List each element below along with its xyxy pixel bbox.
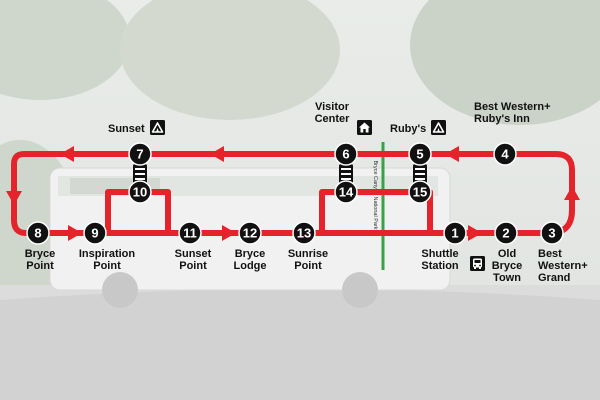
bus-icon bbox=[470, 256, 485, 271]
stop-marker[interactable] bbox=[292, 221, 316, 245]
stop-marker[interactable] bbox=[178, 221, 202, 245]
stop-marker[interactable] bbox=[540, 221, 564, 245]
stop-label: Point bbox=[294, 260, 322, 272]
stop-marker[interactable] bbox=[443, 221, 467, 245]
stop-label: Station bbox=[421, 260, 459, 272]
stop-label: Center bbox=[315, 113, 351, 125]
stop-label: Inspiration bbox=[79, 248, 136, 260]
stop-number: 13 bbox=[297, 226, 311, 241]
stop-marker[interactable] bbox=[334, 142, 358, 166]
stop-label: Sunrise bbox=[288, 248, 328, 260]
arrow-right-icon bbox=[468, 225, 482, 241]
stop-label: Best Western+ bbox=[474, 101, 551, 113]
stop-marker[interactable] bbox=[26, 221, 50, 245]
stop-label: Bryce bbox=[492, 260, 523, 272]
stop-number: 14 bbox=[339, 185, 354, 200]
stop-15[interactable]: 15 bbox=[408, 180, 432, 204]
arrow-down-icon bbox=[6, 191, 22, 205]
stop-5[interactable]: 5 Ruby's bbox=[390, 120, 446, 166]
stop-number: 7 bbox=[136, 147, 143, 162]
stop-number: 6 bbox=[342, 147, 349, 162]
stop-10[interactable]: 10 bbox=[128, 180, 152, 204]
stop-label: Ruby's Inn bbox=[474, 113, 530, 125]
stop-marker[interactable] bbox=[83, 221, 107, 245]
park-boundary: Bryce Canyon National Park bbox=[372, 142, 385, 270]
stop-number: 3 bbox=[548, 226, 555, 241]
arrow-left-icon bbox=[445, 146, 459, 162]
arrow-up-icon bbox=[564, 186, 580, 200]
stop-number: 11 bbox=[183, 226, 197, 241]
stop-7[interactable]: 7 Sunset bbox=[108, 120, 165, 166]
stop-label: Point bbox=[93, 260, 121, 272]
stop-label: Old bbox=[498, 248, 516, 260]
stop-label: Bryce bbox=[25, 248, 56, 260]
stop-label: Point bbox=[179, 260, 207, 272]
stop-label: Lodge bbox=[234, 260, 267, 272]
stop-number: 4 bbox=[501, 147, 509, 162]
stop-number: 1 bbox=[451, 226, 458, 241]
stop-marker[interactable] bbox=[493, 142, 517, 166]
arrow-left-icon bbox=[60, 146, 74, 162]
route-segment-upper bbox=[11, 151, 575, 236]
stop-marker[interactable] bbox=[408, 180, 432, 204]
stop-label: Sunset bbox=[108, 123, 145, 135]
stop-connectors bbox=[133, 164, 427, 184]
stop-number: 2 bbox=[502, 226, 509, 241]
stop-label: Sunset bbox=[175, 248, 212, 260]
campground-icon bbox=[431, 120, 446, 135]
stops-layer: 1ShuttleStation2OldBryceTown3BestWestern… bbox=[25, 101, 588, 284]
stop-14[interactable]: 14 bbox=[334, 180, 358, 204]
stop-label: Best bbox=[538, 248, 562, 260]
stop-label: Point bbox=[26, 260, 54, 272]
stop-number: 10 bbox=[133, 185, 147, 200]
stop-number: 5 bbox=[416, 147, 423, 162]
stop-label: Town bbox=[493, 272, 521, 284]
stop-label: Shuttle bbox=[421, 248, 458, 260]
stop-marker[interactable] bbox=[408, 142, 432, 166]
stop-label: Visitor bbox=[315, 101, 350, 113]
stop-label: Bryce bbox=[235, 248, 266, 260]
stop-label: Ruby's bbox=[390, 123, 426, 135]
campground-icon bbox=[150, 120, 165, 135]
arrow-right-icon bbox=[222, 225, 236, 241]
stop-marker[interactable] bbox=[334, 180, 358, 204]
stop-label: Western+ bbox=[538, 260, 588, 272]
arrow-left-icon bbox=[210, 146, 224, 162]
visitor-center-icon bbox=[357, 120, 372, 135]
stop-marker[interactable] bbox=[128, 142, 152, 166]
stop-4[interactable]: 4 Best Western+Ruby's Inn bbox=[474, 101, 551, 166]
stop-marker[interactable] bbox=[494, 221, 518, 245]
stop-marker[interactable] bbox=[128, 180, 152, 204]
stop-number: 8 bbox=[34, 226, 41, 241]
direction-arrows bbox=[6, 146, 580, 241]
stop-marker[interactable] bbox=[238, 221, 262, 245]
route-segment-loop-14-15 bbox=[319, 189, 433, 236]
park-boundary-label: Bryce Canyon National Park bbox=[372, 160, 378, 229]
stop-number: 12 bbox=[243, 226, 257, 241]
arrow-right-icon bbox=[68, 225, 82, 241]
stop-number: 15 bbox=[413, 185, 427, 200]
stop-number: 9 bbox=[91, 226, 98, 241]
stop-label: Grand bbox=[538, 272, 570, 284]
